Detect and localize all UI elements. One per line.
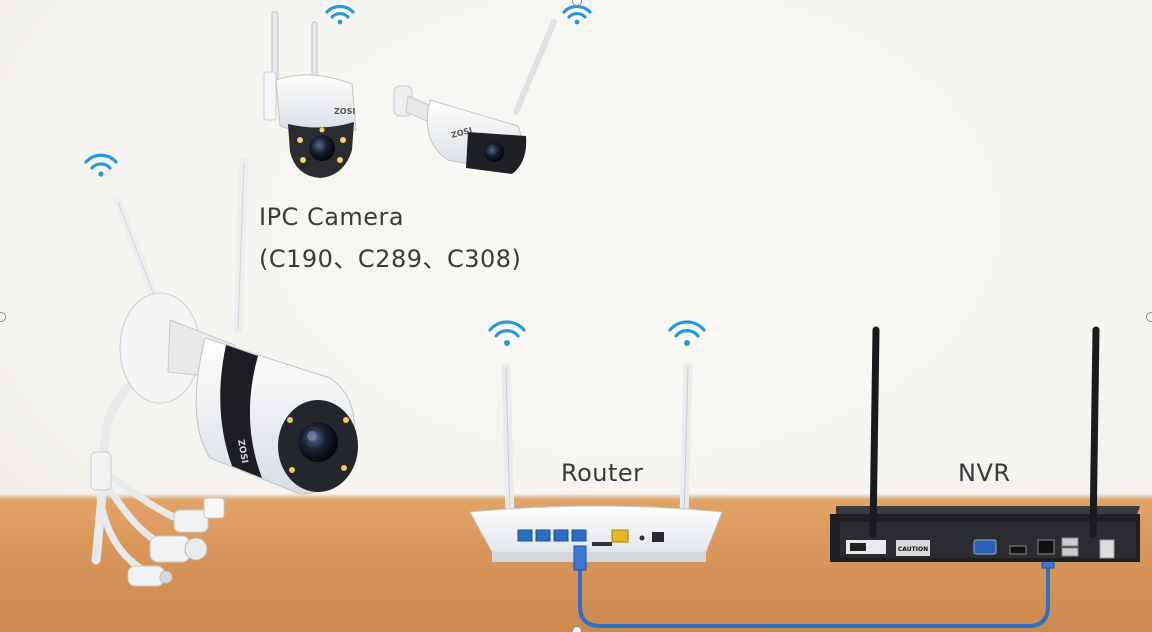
ipc-camera-models-label: (C190、C289、C308): [259, 245, 522, 273]
lan-port: [571, 529, 587, 542]
nvr-recorder: CAUTION: [830, 326, 1140, 562]
lan-port: [517, 529, 533, 542]
connector: [149, 535, 208, 563]
lan-port: [535, 529, 551, 542]
router-label: Router: [561, 459, 644, 487]
connector: [173, 497, 225, 533]
router: [469, 363, 723, 562]
ipc-camera-label: IPC Camera: [259, 203, 405, 231]
resize-handle[interactable]: [1146, 312, 1152, 322]
caution-label: CAUTION: [898, 546, 928, 553]
lan-port: [1037, 539, 1055, 555]
wifi-icon: [325, 4, 355, 25]
resize-handle[interactable]: [572, 626, 582, 632]
ptz-dome-camera: ZOSI: [263, 11, 357, 178]
brand-logo: ZOSI: [235, 439, 249, 464]
wifi-icon: [488, 320, 526, 346]
resize-handle[interactable]: [0, 312, 6, 322]
nvr-label: NVR: [958, 459, 1011, 487]
wan-port: [611, 529, 629, 543]
wifi-icon: [562, 4, 592, 25]
large-bullet-camera: ZOSI: [90, 157, 358, 587]
wifi-icon: [84, 153, 118, 177]
lan-port: [553, 529, 569, 542]
resize-handle[interactable]: [572, 0, 582, 6]
wifi-icon: [668, 320, 706, 346]
brand-logo: ZOSI: [334, 107, 355, 116]
vga-port: [973, 539, 997, 555]
floor-edge: [0, 494, 1152, 500]
hdmi-port: [1009, 545, 1027, 555]
usb-port: [1061, 537, 1079, 557]
bullet-camera: ZOSI: [393, 19, 557, 174]
connector: [127, 565, 173, 587]
